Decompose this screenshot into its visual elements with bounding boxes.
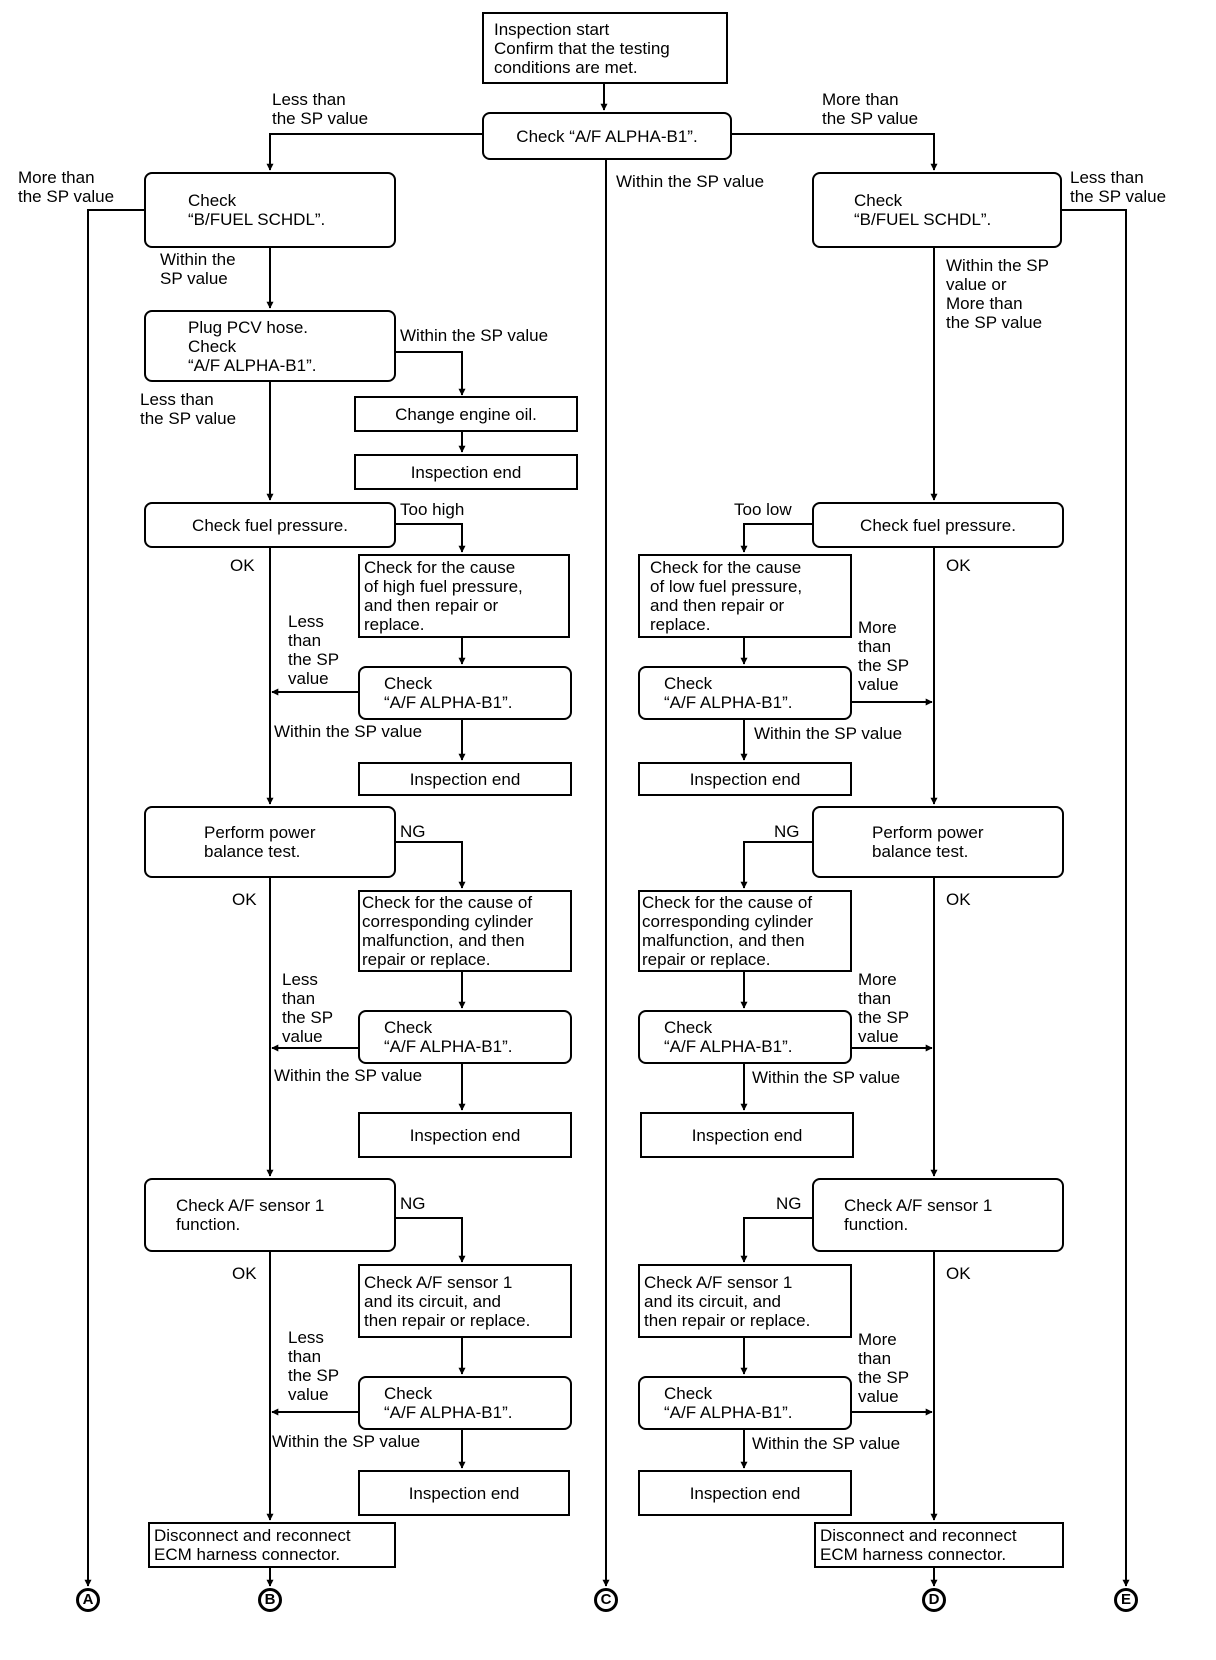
label-too-low: Too low [734,500,792,519]
node-l-check-alpha-4: Check “A/F ALPHA-B1”. [358,1376,572,1430]
edge-l-pcv-to-oil [396,351,466,396]
node-r-inspection-end-3: Inspection end [640,1112,854,1158]
label-less-sp-l4: Less than the SP value [288,1328,340,1404]
connector-D: D [922,1588,946,1612]
node-r-ecm-reconnect: Disconnect and reconnect ECM harness con… [814,1522,1064,1568]
node-r-inspection-end-2: Inspection end [638,762,852,796]
node-r-low-pressure-cause: Check for the cause of low fuel pressure… [638,554,852,638]
label-more-sp-r3: More than the SP value [858,970,910,1046]
node-l-high-pressure-cause: Check for the cause of high fuel pressur… [358,554,570,638]
node-r-check-fuel-schdl: Check “B/FUEL SCHDL”. [812,172,1062,248]
node-l-af-sensor-function: Check A/F sensor 1 function. [144,1178,396,1252]
label-within-sp-center: Within the SP value [616,172,765,191]
node-l-inspection-end-oil: Inspection end [354,454,578,490]
edge-main-right [730,133,938,171]
connector-A: A [76,1588,100,1612]
label-within-sp-l3: Within the SP value [274,1066,423,1085]
label-less-sp-pcv: Less than the SP value [140,390,237,428]
node-inspection-start: Inspection start Confirm that the testin… [482,12,728,84]
label-ok-r1: OK [946,556,971,575]
label-within-sp-left-1: Within the SP value [160,250,236,288]
label-ng-l4: NG [400,1194,426,1213]
connector-E: E [1114,1588,1138,1612]
node-r-af-sensor-circuit: Check A/F sensor 1 and its circuit, and … [638,1264,852,1338]
edge-left-to-A [84,209,144,1587]
node-r-af-sensor-function: Check A/F sensor 1 function. [812,1178,1064,1252]
edge-l-toohigh [396,523,466,553]
node-l-ecm-reconnect: Disconnect and reconnect ECM harness con… [148,1522,396,1568]
node-l-power-balance: Perform power balance test. [144,806,396,878]
label-less-sp-right-edge: Less than the SP value [1070,168,1167,206]
edge-r-ng3 [740,841,812,889]
node-l-af-sensor-circuit: Check A/F sensor 1 and its circuit, and … [358,1264,572,1338]
node-l-plug-pcv: Plug PCV hose. Check “A/F ALPHA-B1”. [144,310,396,382]
node-r-cylinder-cause: Check for the cause of corresponding cyl… [638,890,852,972]
node-l-inspection-end-2: Inspection end [358,762,572,796]
edge-l-ng4 [396,1217,466,1263]
label-ok-l3: OK [232,890,257,909]
connector-B: B [258,1588,282,1612]
node-r-check-fuel-pressure: Check fuel pressure. [812,502,1064,548]
node-l-check-alpha-2: Check “A/F ALPHA-B1”. [358,666,572,720]
label-ng-r3: NG [774,822,800,841]
edge-r-ng4 [740,1217,812,1263]
label-too-high: Too high [400,500,465,519]
node-l-check-fuel-pressure: Check fuel pressure. [144,502,396,548]
node-l-cylinder-cause: Check for the cause of corresponding cyl… [358,890,572,972]
node-r-check-alpha-2: Check “A/F ALPHA-B1”. [638,666,852,720]
label-ok-r4: OK [946,1264,971,1283]
label-ng-l3: NG [400,822,426,841]
edge-r-toolow [740,523,812,553]
node-r-inspection-end-4: Inspection end [638,1470,852,1516]
label-more-sp-left-edge: More than the SP value [18,168,115,206]
edge-right-to-E [1062,209,1130,1587]
label-within-sp-r3: Within the SP value [752,1068,901,1087]
label-ok-l1: OK [230,556,255,575]
label-ok-r3: OK [946,890,971,909]
node-l-inspection-end-4: Inspection end [358,1470,570,1516]
node-check-alpha-main: Check “A/F ALPHA-B1”. [482,112,732,160]
label-within-sp-r4: Within the SP value [752,1434,901,1453]
label-ng-r4: NG [776,1194,802,1213]
label-less-sp-top: Less than the SP value [272,90,369,128]
node-l-check-alpha-3: Check “A/F ALPHA-B1”. [358,1010,572,1064]
label-within-sp-l4: Within the SP value [272,1432,421,1451]
node-l-check-fuel-schdl: Check “B/FUEL SCHDL”. [144,172,396,248]
label-more-sp-r4: More than the SP value [858,1330,910,1406]
node-r-check-alpha-4: Check “A/F ALPHA-B1”. [638,1376,852,1430]
connector-C: C [594,1588,618,1612]
label-within-sp-l2: Within the SP value [274,722,423,741]
node-l-inspection-end-3: Inspection end [358,1112,572,1158]
label-more-sp-top: More than the SP value [822,90,919,128]
label-ok-l4: OK [232,1264,257,1283]
node-r-check-alpha-3: Check “A/F ALPHA-B1”. [638,1010,852,1064]
label-within-sp-pcv: Within the SP value [400,326,549,345]
node-r-power-balance: Perform power balance test. [812,806,1064,878]
node-l-change-oil: Change engine oil. [354,396,578,432]
edge-main-left [266,133,482,171]
label-within-sp-right-1: Within the SP value or More than the SP … [946,256,1049,332]
label-less-sp-l3: Less than the SP value [282,970,334,1046]
label-less-sp-l2: Less than the SP value [288,612,340,688]
label-within-sp-r2: Within the SP value [754,724,903,743]
edge-l-ng3 [396,841,466,889]
label-more-sp-r2: More than the SP value [858,618,910,694]
